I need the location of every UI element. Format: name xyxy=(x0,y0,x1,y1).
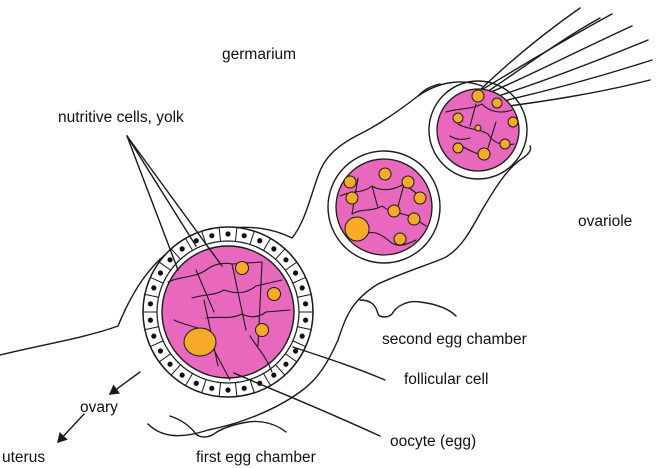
follicular-cell-nucleus xyxy=(167,257,172,262)
follicular-cell-label: follicular cell xyxy=(404,372,488,388)
follicular-cell-nucleus xyxy=(148,301,153,306)
follicular-cell-nucleus xyxy=(271,246,276,251)
follicular-cell-nucleus xyxy=(242,386,247,391)
follicular-cell-nucleus xyxy=(209,233,214,238)
ovary-label: ovary xyxy=(80,400,118,416)
follicular-cell-nucleus xyxy=(242,233,247,238)
oocyte-label: oocyte (egg) xyxy=(390,434,476,450)
follicular-cell-nucleus xyxy=(180,373,185,378)
follicular-cell-nucleus xyxy=(180,246,185,251)
follicular-cell-nucleus xyxy=(303,318,308,323)
first-egg-chamber xyxy=(143,227,313,397)
follicular-cell-nucleus xyxy=(151,334,156,339)
second-egg-chamber xyxy=(328,151,440,263)
follicular-cell-nucleus xyxy=(167,362,172,367)
follicular-cell-nucleus xyxy=(151,285,156,290)
third-egg-chamber xyxy=(429,81,527,179)
first-egg-chamber-label: first egg chamber xyxy=(196,450,316,466)
follicular-cell-nucleus xyxy=(209,386,214,391)
follicular-cell-nucleus xyxy=(283,257,288,262)
nutritive-cells-label: nutritive cells, yolk xyxy=(58,110,184,126)
follicular-cell-nucleus xyxy=(293,270,298,275)
terminal-filament xyxy=(478,8,652,108)
follicular-cell-nucleus xyxy=(158,270,163,275)
follicular-cell-nucleus xyxy=(303,301,308,306)
follicular-cell-nucleus xyxy=(148,318,153,323)
second-egg-chamber-label: second egg chamber xyxy=(382,332,527,348)
follicular-cell-nucleus xyxy=(257,238,262,243)
follicular-cell-nucleus xyxy=(194,381,199,386)
follicular-cell-nucleus xyxy=(158,348,163,353)
follicular-cell-nucleus xyxy=(300,334,305,339)
germarium-label: germarium xyxy=(222,47,296,63)
follicular-cell-nucleus xyxy=(225,231,230,236)
follicular-cell-nucleus xyxy=(271,373,276,378)
follicular-cell-nucleus xyxy=(300,285,305,290)
follicular-cell-nucleus xyxy=(225,387,230,392)
uterus-label: uterus xyxy=(2,450,45,466)
ovariole-label: ovariole xyxy=(578,214,632,230)
follicular-cell-nucleus xyxy=(283,362,288,367)
